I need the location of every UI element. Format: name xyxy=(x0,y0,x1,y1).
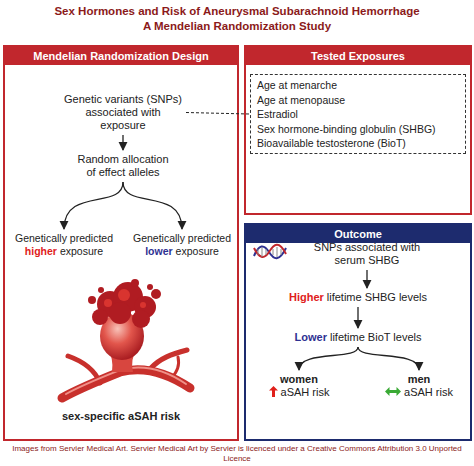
increase-arrow-icon xyxy=(269,386,278,397)
node-text: exposure xyxy=(60,245,103,257)
no-change-arrow-icon xyxy=(385,387,401,396)
dna-icon xyxy=(254,245,286,259)
figure-subtitle: A Mendelian Randomization Study xyxy=(0,19,474,33)
dna-rungs xyxy=(258,247,281,257)
text-line: Genetic variants (SNPs) associated with … xyxy=(62,93,184,132)
artery-branch xyxy=(172,357,179,378)
flow-arrow xyxy=(299,347,358,370)
double-arrow xyxy=(385,387,401,396)
text-line: Higherlifetime SHBG levels xyxy=(266,291,450,304)
panel-box: Tested ExposuresAge at menarcheAge at me… xyxy=(244,45,472,215)
text-line: Random allocation of effect alleles xyxy=(75,153,171,179)
flow-text-node: Higherlifetime SHBG levels xyxy=(266,291,450,304)
panel-heading: Outcome xyxy=(246,225,470,243)
panel-box: Mendelian Randomization DesignGenetic va… xyxy=(3,45,239,441)
panel-heading: Tested Exposures xyxy=(246,47,470,65)
text-line: Age at menopause xyxy=(257,93,459,108)
node-text: Genetic variants (SNPs) associated with … xyxy=(64,93,182,131)
node-text: women xyxy=(280,373,318,385)
node-text: exposure xyxy=(176,245,219,257)
text-line: SNPs associated with serum SHBG xyxy=(308,241,426,267)
dashed-link xyxy=(186,113,249,115)
node-text: Lower xyxy=(295,331,327,343)
figure-title: Sex Hormones and Risk of Aneurysmal Suba… xyxy=(0,4,474,18)
exposure-item: Age at menarche xyxy=(257,79,337,91)
text-line: Age at menarche xyxy=(257,78,459,93)
node-text: lifetime SHBG levels xyxy=(327,291,427,303)
node-text: aSAH risk xyxy=(404,386,453,398)
artery-branch xyxy=(68,356,100,383)
flow-text-node: sex-specific aSAH risk xyxy=(5,410,237,423)
flow-text-node: Genetic variants (SNPs) associated with … xyxy=(62,93,184,132)
flow-arrow xyxy=(64,182,123,229)
panel-box: OutcomeSNPs associated with serum SHBG Hi… xyxy=(244,223,472,441)
text-line: Bioavailable testosterone (BioT) xyxy=(257,136,459,151)
flow-arrow xyxy=(122,135,123,150)
flow-text-node: Random allocation of effect alleles xyxy=(75,153,171,179)
node-text: higher xyxy=(25,245,57,257)
text-line: aSAH risk xyxy=(254,386,344,399)
flow-text-node: Lowerlifetime BioT levels xyxy=(266,331,450,344)
text-line: Estradiol xyxy=(257,107,459,122)
exposure-item: Age at menopause xyxy=(257,94,345,106)
artery xyxy=(62,370,190,398)
node-text: lower xyxy=(145,245,172,257)
node-text: men xyxy=(408,373,431,385)
artery-branch xyxy=(150,350,187,369)
exposure-list-box: Age at menarcheAge at menopauseEstradiol… xyxy=(250,74,466,154)
node-text: Genetically predicted xyxy=(133,232,231,244)
node-text: Genetically predicted xyxy=(15,232,113,244)
text-line: aSAH risk xyxy=(374,386,464,399)
hemorrhage-highlight xyxy=(104,289,146,308)
text-line: Lowerlifetime BioT levels xyxy=(266,331,450,344)
text-line: Genetically predicted xyxy=(127,232,237,245)
node-text: Random allocation of effect alleles xyxy=(77,153,168,178)
text-line: women xyxy=(254,373,344,386)
flow-arrow xyxy=(357,307,358,328)
text-line: men xyxy=(374,373,464,386)
hemorrhage xyxy=(88,279,161,328)
text-line: Genetically predicted xyxy=(9,232,119,245)
exposure-item: Bioavailable testosterone (BioT) xyxy=(257,137,406,149)
image-credit: Images from Servier Medical Art. Servier… xyxy=(8,444,466,464)
node-text: SNPs associated with serum SHBG xyxy=(314,241,420,266)
node-text: Higher xyxy=(289,291,324,303)
panel-heading: Mendelian Randomization Design xyxy=(5,47,237,65)
flow-text-node: womenaSAH risk xyxy=(254,373,344,399)
text-line: sex-specific aSAH risk xyxy=(5,410,237,423)
text-line: Sex hormone-binding globulin (SHBG) xyxy=(257,122,459,137)
exposure-item: Estradiol xyxy=(257,108,298,120)
node-text: lifetime BioT levels xyxy=(330,331,422,343)
flow-arrow xyxy=(358,347,419,370)
node-text: aSAH risk xyxy=(281,386,330,398)
text-line: higherexposure xyxy=(9,245,119,258)
flow-text-node: Genetically predictedlower exposure xyxy=(127,232,237,258)
dna-strand xyxy=(254,245,286,257)
panel-header-band: Tested Exposures xyxy=(246,47,470,65)
aneurysm-illustration xyxy=(62,279,190,398)
node-text: sex-specific aSAH risk xyxy=(62,410,180,422)
panel-header-band: Outcome xyxy=(246,225,470,243)
flow-arrow xyxy=(366,270,367,288)
flow-arrow xyxy=(123,182,182,229)
panel-header-band: Mendelian Randomization Design xyxy=(5,47,237,65)
flow-text-node: menaSAH risk xyxy=(374,373,464,399)
text-line: lower exposure xyxy=(127,245,237,258)
up-arrow xyxy=(269,386,278,397)
flow-text-node: SNPs associated with serum SHBG xyxy=(308,241,426,267)
exposure-item: Sex hormone-binding globulin (SHBG) xyxy=(257,123,436,135)
flow-text-node: Genetically predictedhigherexposure xyxy=(9,232,119,258)
